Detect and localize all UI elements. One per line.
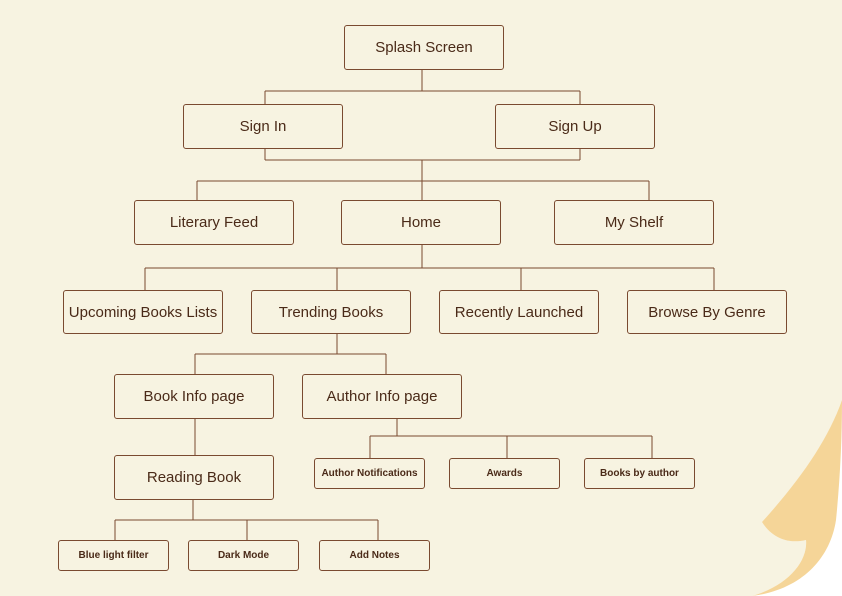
node-sign-up: Sign Up xyxy=(495,104,655,149)
page-curl-decoration xyxy=(752,400,842,596)
node-sign-in: Sign In xyxy=(183,104,343,149)
node-splash-screen: Splash Screen xyxy=(344,25,504,70)
node-dark-mode: Dark Mode xyxy=(188,540,299,571)
node-awards: Awards xyxy=(449,458,560,489)
node-home: Home xyxy=(341,200,501,245)
node-literary-feed: Literary Feed xyxy=(134,200,294,245)
node-books-by-author: Books by author xyxy=(584,458,695,489)
node-recently-launched: Recently Launched xyxy=(439,290,599,334)
node-add-notes: Add Notes xyxy=(319,540,430,571)
node-reading-book: Reading Book xyxy=(114,455,274,500)
node-author-notifications: Author Notifications xyxy=(314,458,425,489)
node-my-shelf: My Shelf xyxy=(554,200,714,245)
node-blue-light-filter: Blue light filter xyxy=(58,540,169,571)
node-upcoming-books-lists: Upcoming Books Lists xyxy=(63,290,223,334)
node-book-info-page: Book Info page xyxy=(114,374,274,419)
node-browse-by-genre: Browse By Genre xyxy=(627,290,787,334)
node-author-info-page: Author Info page xyxy=(302,374,462,419)
node-trending-books: Trending Books xyxy=(251,290,411,334)
